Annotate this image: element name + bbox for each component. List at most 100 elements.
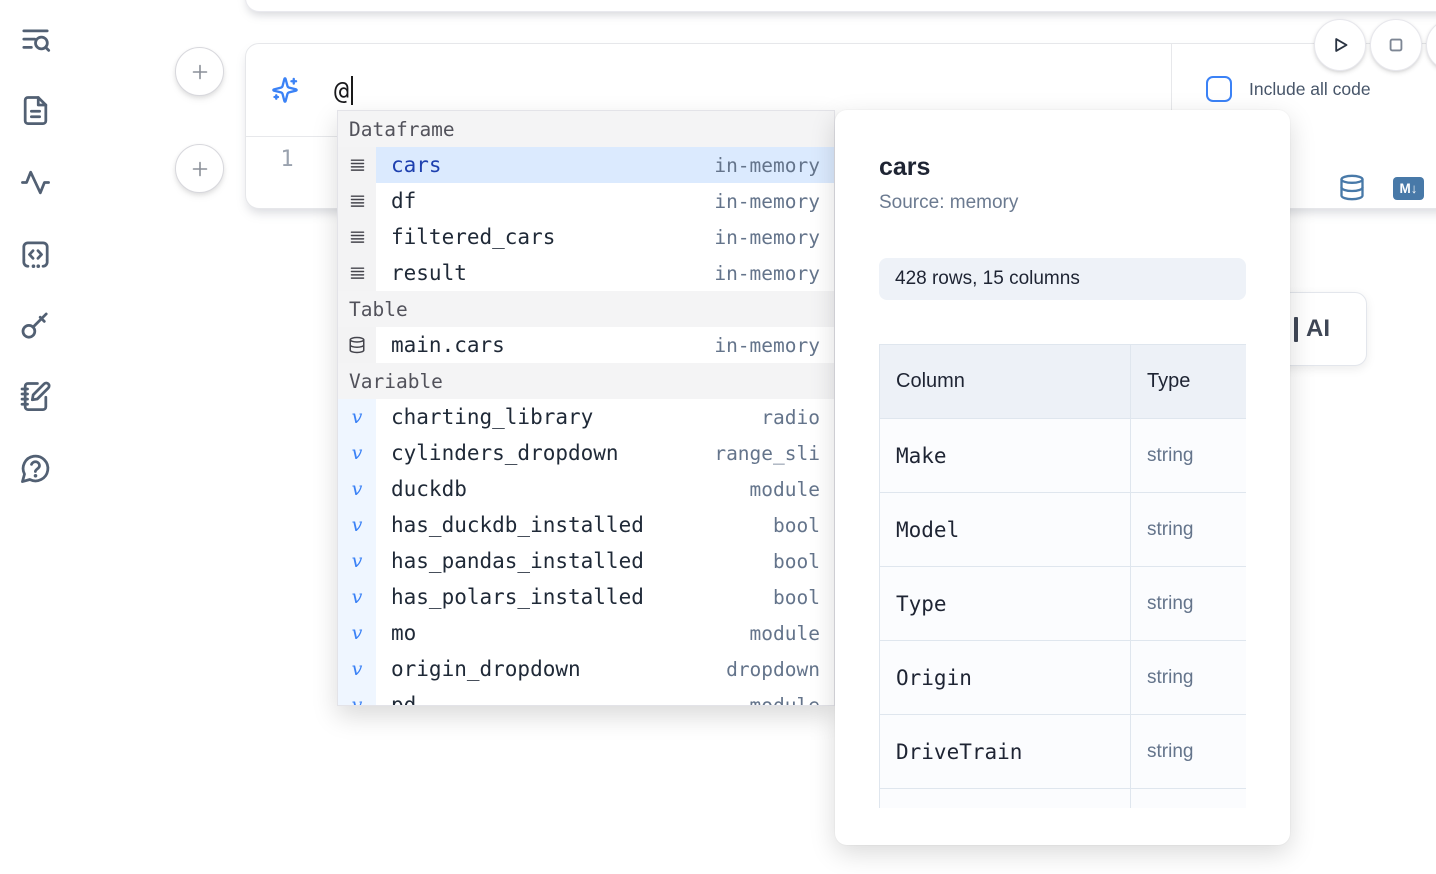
variable-icon: v bbox=[338, 543, 376, 579]
ai-button-label: AI bbox=[1306, 315, 1330, 342]
column-name: Model bbox=[879, 492, 1131, 567]
variable-icon: v bbox=[338, 399, 376, 435]
completion-item-name: main.cars bbox=[391, 333, 505, 357]
rows-icon bbox=[338, 183, 376, 219]
line-number: 1 bbox=[280, 147, 294, 172]
column-type: string bbox=[1130, 566, 1246, 641]
variable-icon: v bbox=[338, 687, 376, 705]
completion-item-result[interactable]: result in-memory bbox=[338, 255, 834, 291]
column-name: Make bbox=[879, 418, 1131, 493]
text-cursor bbox=[351, 75, 354, 105]
completion-item-type: in-memory bbox=[714, 333, 820, 357]
completion-item-type: range_sli bbox=[714, 441, 820, 465]
completion-item-type: module bbox=[749, 693, 820, 706]
database-cell-icon[interactable] bbox=[1338, 172, 1366, 203]
completion-item-type: dropdown bbox=[726, 657, 820, 681]
code-square-icon[interactable] bbox=[19, 238, 52, 271]
variable-icon: v bbox=[338, 615, 376, 651]
completion-item-type: in-memory bbox=[714, 225, 820, 249]
variable-icon: v bbox=[338, 471, 376, 507]
previous-cell-edge bbox=[245, 0, 1436, 12]
key-icon[interactable] bbox=[19, 309, 52, 342]
completion-item-name: duckdb bbox=[391, 477, 467, 501]
completion-item-name: filtered_cars bbox=[391, 225, 556, 249]
plus-icon bbox=[192, 161, 207, 176]
add-cell-button-bottom[interactable] bbox=[175, 144, 224, 193]
completion-item-type: bool bbox=[773, 513, 820, 537]
file-text-icon[interactable] bbox=[19, 94, 52, 127]
text-search-icon[interactable] bbox=[19, 24, 52, 57]
activity-icon[interactable] bbox=[19, 166, 52, 199]
completion-section-header: Dataframe bbox=[338, 111, 834, 147]
add-cell-button-top[interactable] bbox=[175, 47, 224, 96]
rows-icon bbox=[338, 147, 376, 183]
rows-icon bbox=[338, 219, 376, 255]
completion-item-filtered_cars[interactable]: filtered_cars in-memory bbox=[338, 219, 834, 255]
variable-icon: v bbox=[338, 651, 376, 687]
stop-button[interactable] bbox=[1370, 19, 1422, 71]
completion-item-name: has_duckdb_installed bbox=[391, 513, 644, 537]
completion-item-type: bool bbox=[773, 585, 820, 609]
include-all-code-label: Include all code bbox=[1249, 78, 1371, 99]
variable-icon: v bbox=[338, 579, 376, 615]
completion-item-main.cars[interactable]: main.cars in-memory bbox=[338, 327, 834, 363]
schema-header-column: Column bbox=[879, 344, 1131, 419]
completion-item-name: charting_library bbox=[391, 405, 594, 429]
completion-item-type: radio bbox=[761, 405, 820, 429]
completion-item-type: in-memory bbox=[714, 261, 820, 285]
dataframe-preview-panel: cars Source: memory 428 rows, 15 columns… bbox=[835, 110, 1290, 845]
completion-item-name: has_polars_installed bbox=[391, 585, 644, 609]
markdown-icon[interactable]: M↓ bbox=[1393, 177, 1424, 200]
plus-icon bbox=[192, 64, 207, 79]
notebook-pen-icon[interactable] bbox=[19, 380, 52, 413]
completion-item-type: in-memory bbox=[714, 153, 820, 177]
completion-item-name: mo bbox=[391, 621, 417, 645]
column-name: Type bbox=[879, 566, 1131, 641]
completion-item-name: has_pandas_installed bbox=[391, 549, 644, 573]
include-all-code-checkbox[interactable] bbox=[1206, 76, 1232, 102]
run-cell-button[interactable] bbox=[1314, 19, 1366, 71]
completion-item-type: bool bbox=[773, 549, 820, 573]
completion-item-type: module bbox=[749, 477, 820, 501]
completion-item-type: in-memory bbox=[714, 189, 820, 213]
completion-item-name: result bbox=[391, 261, 467, 285]
schema-header-type: Type bbox=[1130, 344, 1246, 419]
stop-icon bbox=[1389, 38, 1403, 52]
schema-row-clipped bbox=[879, 788, 1246, 808]
preview-title: cars bbox=[879, 153, 931, 181]
help-message-icon[interactable] bbox=[19, 452, 52, 485]
completion-item-type: module bbox=[749, 621, 820, 645]
completion-section-header: Table bbox=[338, 291, 834, 327]
completion-item-name: cylinders_dropdown bbox=[391, 441, 619, 465]
play-icon bbox=[1335, 38, 1348, 52]
column-type: string bbox=[1130, 492, 1246, 567]
completion-item-name: cars bbox=[391, 153, 442, 177]
column-type: string bbox=[1130, 418, 1246, 493]
clipped-letter bbox=[1294, 316, 1298, 342]
variable-icon: v bbox=[338, 435, 376, 471]
completion-item-has_pandas_installed[interactable]: v has_pandas_installed bool bbox=[338, 543, 834, 579]
completion-item-cars[interactable]: cars in-memory bbox=[338, 147, 834, 183]
shape-badge: 428 rows, 15 columns bbox=[879, 258, 1246, 300]
completion-item-charting_library[interactable]: v charting_library radio bbox=[338, 399, 834, 435]
completion-item-has_polars_installed[interactable]: v has_polars_installed bool bbox=[338, 579, 834, 615]
completion-item-cylinders_dropdown[interactable]: v cylinders_dropdown range_sli bbox=[338, 435, 834, 471]
prompt-value: @ bbox=[334, 75, 350, 105]
